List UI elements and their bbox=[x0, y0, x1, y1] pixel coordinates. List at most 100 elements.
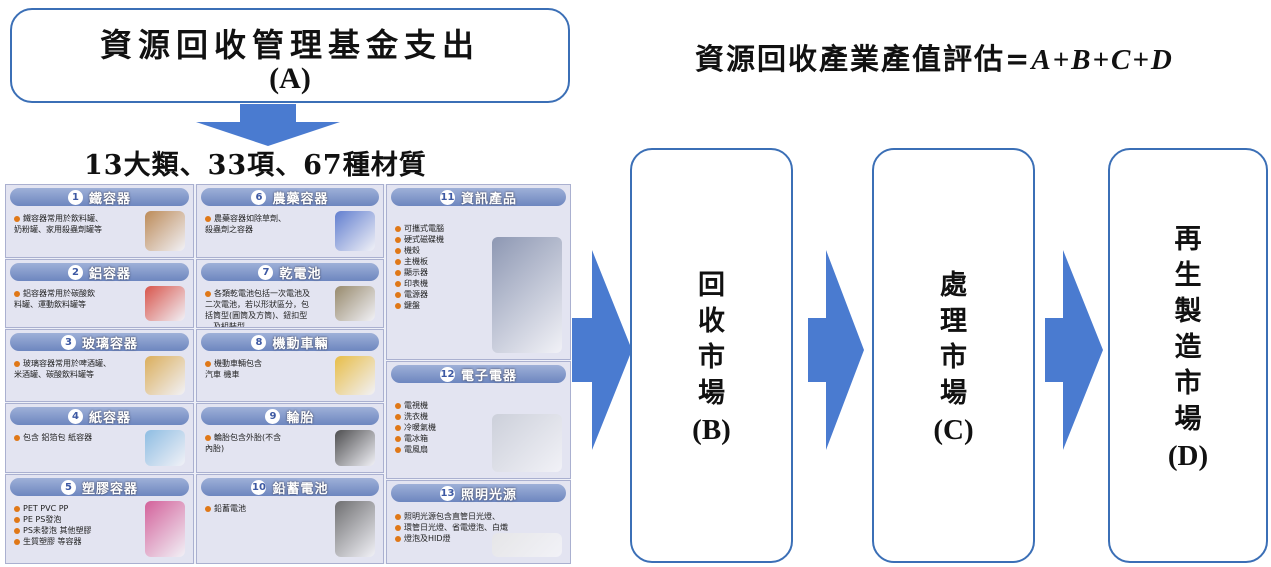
category-title: 紙容器 bbox=[88, 410, 131, 426]
category-product-image bbox=[145, 501, 185, 557]
category-header: 4 紙容器 bbox=[10, 407, 189, 426]
bullet-icon bbox=[205, 290, 211, 297]
category-description-line: 鐵容器常用於飲料罐、 bbox=[14, 213, 103, 224]
bullet-icon bbox=[14, 360, 20, 367]
category-product-image bbox=[145, 211, 185, 251]
category-product-image bbox=[492, 533, 562, 557]
category-title: 鐵容器 bbox=[88, 191, 131, 207]
bullet-icon bbox=[205, 434, 211, 441]
bullet-icon bbox=[395, 535, 401, 542]
market-label: 回 收 市 場 (B) bbox=[632, 268, 791, 448]
category-title: 機動車輛 bbox=[272, 336, 329, 352]
category-product-image bbox=[145, 430, 185, 466]
bullet-icon bbox=[395, 424, 401, 431]
category-product-image bbox=[145, 286, 185, 321]
bullet-icon bbox=[395, 291, 401, 298]
fund-expenditure-box: 資源回收管理基金支出 (A) bbox=[10, 8, 570, 103]
bullet-icon bbox=[395, 280, 401, 287]
flow-arrow-icon bbox=[572, 250, 632, 450]
category-description-line: PS未發泡 其他塑膠 bbox=[14, 525, 91, 536]
category-description-line: 可攜式電腦 bbox=[395, 223, 444, 234]
category-product-image bbox=[492, 237, 562, 353]
bullet-icon bbox=[205, 505, 211, 512]
category-description: 鋁容器常用於碳酸飲料罐、運動飲料罐等 bbox=[14, 288, 95, 310]
category-description-line: 冷暖氣機 bbox=[395, 422, 436, 433]
category-description-line: 機殼 bbox=[395, 245, 444, 256]
category-description: 鐵容器常用於飲料罐、奶粉罐、家用殺蟲劑罐等 bbox=[14, 213, 103, 235]
category-title: 照明光源 bbox=[460, 487, 517, 503]
category-description-line: 電風扇 bbox=[395, 444, 436, 455]
bullet-icon bbox=[395, 513, 401, 520]
category-description-line: 顯示器 bbox=[395, 267, 444, 278]
market-label: 再 生 製 造 市 場 (D) bbox=[1110, 222, 1266, 474]
market-char: 場 bbox=[940, 378, 967, 409]
category-title: 塑膠容器 bbox=[81, 481, 138, 497]
category-description-line: 、及組裝型 bbox=[205, 322, 245, 328]
category-title: 輪胎 bbox=[286, 410, 315, 426]
bullet-icon bbox=[205, 215, 211, 222]
bullet-icon bbox=[395, 236, 401, 243]
bullet-icon bbox=[14, 215, 20, 222]
category-description-line: 括筒型(圓筒及方筒)、鈕扣型 bbox=[205, 311, 308, 320]
formula-prefix: 資源回收產業產值評估= bbox=[695, 42, 1032, 76]
category-description: 玻璃容器常用於啤酒罐、米酒罐、碳酸飲料罐等 bbox=[14, 358, 111, 380]
down-arrow-icon bbox=[196, 104, 340, 146]
market-char: 收 bbox=[698, 306, 725, 337]
category-number: 12 bbox=[439, 366, 455, 382]
bullet-icon bbox=[14, 505, 20, 512]
category-description-line: PET PVC PP bbox=[14, 503, 91, 514]
category-description-line: 殺蟲劑之容器 bbox=[205, 225, 253, 234]
bullet-icon bbox=[205, 360, 211, 367]
bullet-icon bbox=[395, 446, 401, 453]
category-number: 9 bbox=[265, 408, 281, 424]
category-description-line: 主機板 bbox=[395, 256, 444, 267]
market-char: 造 bbox=[1174, 332, 1202, 363]
category-product-image bbox=[335, 356, 375, 395]
bullet-icon bbox=[395, 225, 401, 232]
market-char: 回 bbox=[698, 270, 725, 301]
category-description-line: 生質塑膠 等容器 bbox=[14, 536, 91, 547]
bullet-icon bbox=[395, 524, 401, 531]
category-number: 4 bbox=[67, 408, 83, 424]
category-description-line: 電視機 bbox=[395, 400, 436, 411]
bullet-icon bbox=[14, 527, 20, 534]
market-char: 再 bbox=[1174, 224, 1202, 255]
category-description-line: 環管日光燈、省電燈泡、白熾 bbox=[395, 522, 508, 533]
category-description-line: 輪胎包含外胎(不含 bbox=[205, 432, 281, 443]
category-title: 鉛蓄電池 bbox=[272, 481, 329, 497]
category-description: 照明光源包含直管日光燈、環管日光燈、省電燈泡、白熾燈泡及HID燈 bbox=[395, 511, 508, 544]
market-char: 生 bbox=[1174, 260, 1202, 291]
market-code: (D) bbox=[1167, 440, 1209, 472]
category-title: 乾電池 bbox=[279, 266, 322, 282]
category-description-line: 玻璃容器常用於啤酒罐、 bbox=[14, 358, 111, 369]
category-description-line: 料罐、運動飲料罐等 bbox=[14, 300, 86, 309]
category-description-line: 機動車輛包含 bbox=[205, 358, 262, 369]
category-number: 8 bbox=[251, 334, 267, 350]
category-description: 機動車輛包含汽車 機車 bbox=[205, 358, 262, 380]
bullet-icon bbox=[14, 434, 20, 441]
category-description-line: 各類乾電池包括一次電池及 bbox=[205, 288, 310, 299]
category-description: 農藥容器如除草劑、殺蟲劑之容器 bbox=[205, 213, 286, 235]
category-product-image bbox=[145, 356, 185, 395]
category-title: 鋁容器 bbox=[88, 266, 131, 282]
bullet-icon bbox=[395, 247, 401, 254]
category-description-line: 二次電池，若以形狀區分，包 bbox=[205, 300, 309, 309]
recycling-market-box: 回 收 市 場 (B) bbox=[630, 148, 793, 563]
category-description-line: 電源器 bbox=[395, 289, 444, 300]
category-description-line: 包含 鋁箔包 紙容器 bbox=[14, 432, 92, 443]
category-number: 6 bbox=[251, 189, 267, 205]
category-header: 8 機動車輛 bbox=[201, 333, 379, 352]
